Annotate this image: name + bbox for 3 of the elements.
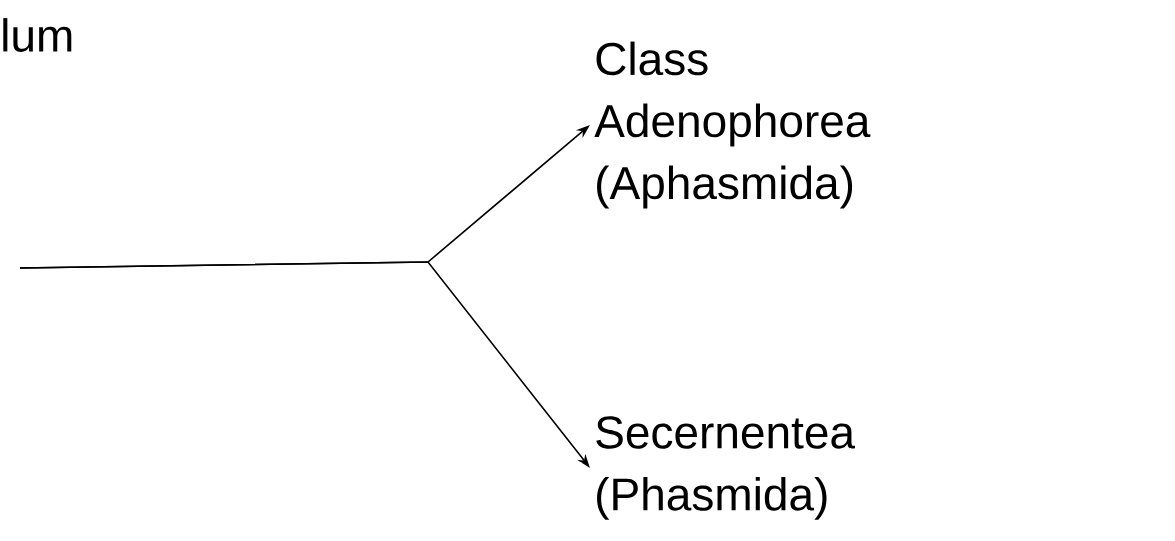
heading-text: lum (3, 18, 72, 52)
class-label: Class Adenophorea (Aphasmida) (594, 41, 871, 209)
class-label: Secernentea (Phasmida) (596, 416, 856, 520)
